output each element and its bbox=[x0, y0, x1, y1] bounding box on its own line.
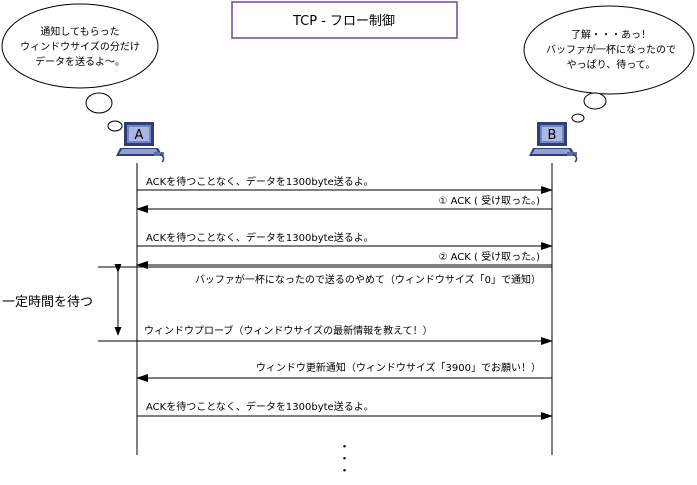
message-6-label: ウィンドウプローブ（ウィンドウサイズの最新情報を教えて！） bbox=[144, 324, 433, 337]
thought-a-line-1: 通知してもらった bbox=[40, 25, 119, 38]
message-1-label: ACKを待つことなく、データを1300byte送るよ。 bbox=[146, 175, 374, 188]
wait-interval: 一定時間を待つ bbox=[2, 264, 122, 336]
message-8: ACKを待つことなく、データを1300byte送るよ。 bbox=[137, 400, 553, 420]
message-7: ウィンドウ更新通知（ウィンドウサイズ「3900」でお願い！） bbox=[136, 361, 552, 382]
continuation-text: ・・・ bbox=[337, 440, 351, 476]
host-a-label: A bbox=[135, 128, 144, 143]
continuation-dots: ・・・ bbox=[337, 440, 351, 476]
wait-label: 一定時間を待つ bbox=[2, 295, 93, 310]
message-4-label: ② ACK ( 受け取った。) bbox=[438, 251, 540, 263]
message-6: ウィンドウプローブ（ウィンドウサイズの最新情報を教えて！） bbox=[98, 324, 553, 345]
message-3-label: ACKを待つことなく、データを1300byte送るよ。 bbox=[146, 231, 374, 244]
thought-b-line-2: バッファが一杯になったので bbox=[546, 43, 676, 56]
message-2-label: ① ACK ( 受け取った。) bbox=[438, 195, 540, 207]
message-1: ACKを待つことなく、データを1300byte送るよ。 bbox=[137, 175, 553, 194]
diagram-title: TCP - フロー制御 bbox=[292, 14, 395, 29]
thought-b-line-3: やっぱり、待って。 bbox=[567, 58, 656, 71]
thought-bubble-a: 通知してもらった ウィンドウサイズの分だけ データを送るよ〜。 bbox=[1, 3, 159, 132]
thought-bubble-b: 了解・・・あっ！ バッファが一杯になったので やっぱり、待って。 bbox=[523, 5, 695, 123]
message-5: バッファが一杯になったので送るのやめて（ウィンドウサイズ「0」で通知） bbox=[98, 266, 552, 286]
host-a-computer-icon: A bbox=[116, 122, 165, 163]
message-7-label: ウィンドウ更新通知（ウィンドウサイズ「3900」でお願い！） bbox=[256, 361, 541, 374]
thought-a-line-3: データを送るよ〜。 bbox=[35, 55, 125, 68]
host-b-label: B bbox=[548, 128, 557, 143]
title-box bbox=[231, 1, 458, 39]
thought-b-line-1: 了解・・・あっ！ bbox=[571, 28, 651, 41]
message-5-label: バッファが一杯になったので送るのやめて（ウィンドウサイズ「0」で通知） bbox=[195, 273, 541, 286]
host-b-computer-icon: B bbox=[529, 122, 578, 163]
message-3: ACKを待つことなく、データを1300byte送るよ。 bbox=[137, 231, 553, 250]
message-4: ② ACK ( 受け取った。) bbox=[136, 251, 552, 269]
thought-a-line-2: ウィンドウサイズの分だけ bbox=[20, 40, 140, 53]
message-2: ① ACK ( 受け取った。) bbox=[136, 195, 552, 213]
message-8-label: ACKを待つことなく、データを1300byte送るよ。 bbox=[146, 400, 374, 413]
